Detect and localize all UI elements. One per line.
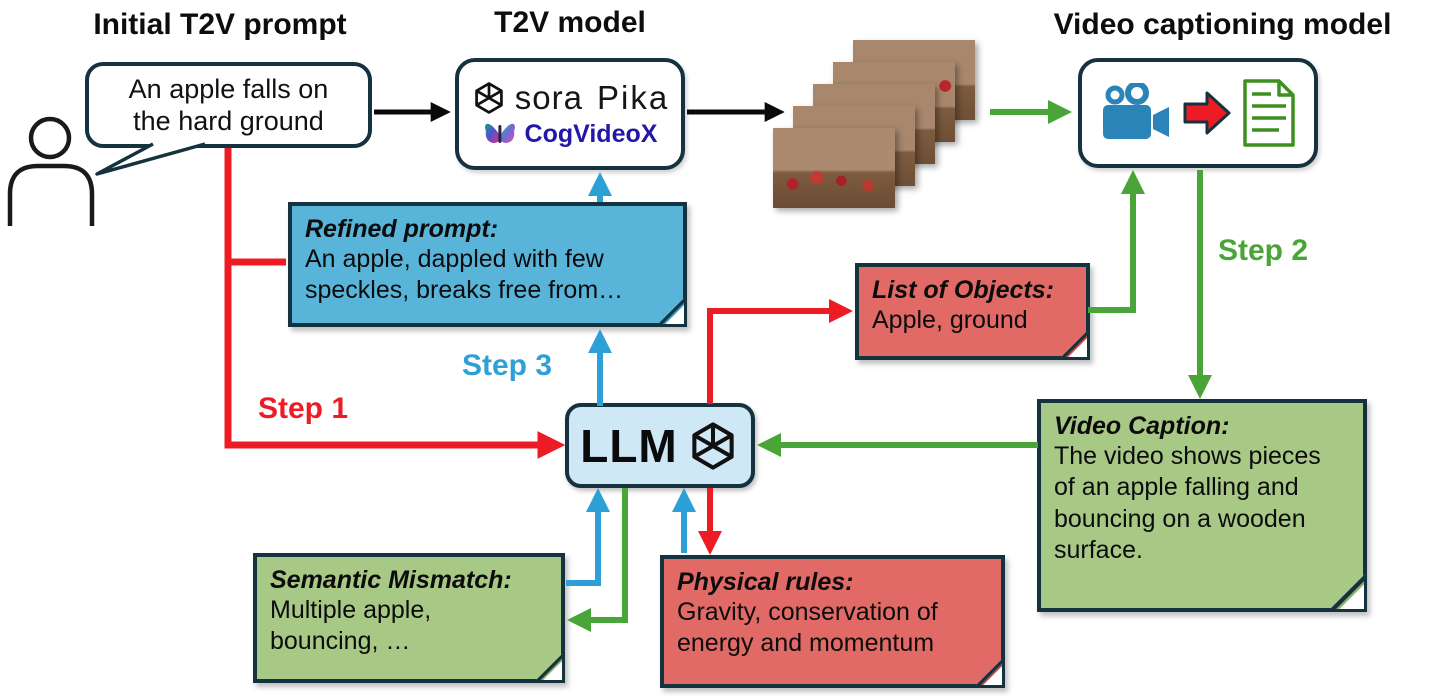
llm-box: LLM bbox=[565, 403, 755, 488]
note-video-caption: Video Caption: The video shows pieces of… bbox=[1037, 399, 1367, 612]
sora-logo-text: sora bbox=[514, 79, 583, 116]
openai-logo-icon bbox=[475, 82, 503, 114]
note-list-of-objects: List of Objects: Apple, ground bbox=[855, 263, 1090, 360]
pika-logo-text: Pika bbox=[597, 79, 670, 116]
note-physical-rules: Physical rules: Gravity, conservation of… bbox=[660, 555, 1005, 688]
arrow-llm-to-semantic-note bbox=[567, 488, 628, 632]
note-fold-corner bbox=[976, 659, 1002, 685]
heading-video-captioning-model: Video captioning model bbox=[1053, 8, 1392, 41]
arrow-llm-to-objects-note bbox=[707, 299, 853, 404]
note-refined-body: An apple, dappled with few speckles, bre… bbox=[305, 245, 624, 305]
arrow-semantic-note-to-llm bbox=[566, 488, 610, 586]
speech-bubble-tail bbox=[95, 142, 206, 176]
video-frame-front bbox=[773, 128, 895, 208]
note-fold-corner bbox=[1061, 331, 1087, 357]
note-refined-prompt: Refined prompt: An apple, dappled with f… bbox=[288, 202, 687, 327]
step1-label: Step 1 bbox=[258, 392, 349, 425]
note-physical-title: Physical rules: bbox=[677, 568, 854, 596]
step3-label: Step 3 bbox=[462, 349, 553, 382]
note-fold-corner bbox=[1330, 575, 1364, 609]
heading-t2v-model: T2V model bbox=[494, 6, 646, 39]
llm-label: LLM bbox=[580, 419, 678, 472]
arrow-objects-to-captioning bbox=[1088, 170, 1145, 313]
initial-prompt-text: An apple falls on the hard ground bbox=[128, 73, 329, 136]
heading-initial-t2v-prompt: Initial T2V prompt bbox=[93, 8, 347, 41]
speech-bubble: An apple falls on the hard ground bbox=[85, 62, 372, 148]
red-block-arrow-icon bbox=[1183, 91, 1231, 135]
note-fold-corner bbox=[536, 654, 562, 680]
note-fold-corner bbox=[658, 298, 684, 324]
person-outline-icon bbox=[7, 116, 95, 226]
cogvideox-butterfly-icon bbox=[484, 123, 515, 143]
video-frames-stack bbox=[768, 38, 990, 216]
video-camera-icon bbox=[1103, 83, 1169, 139]
note-physical-body: Gravity, conservation of energy and mome… bbox=[677, 598, 938, 658]
step2-label: Step 2 bbox=[1218, 234, 1309, 267]
note-caption-title: Video Caption: bbox=[1054, 412, 1230, 440]
t2v-model-box: sora Pika CogVideoX bbox=[455, 58, 685, 170]
openai-logo-icon bbox=[692, 421, 734, 470]
note-semantic-mismatch: Semantic Mismatch: Multiple apple, bounc… bbox=[253, 553, 565, 683]
cogvideox-logo-text: CogVideoX bbox=[524, 119, 658, 148]
caption-document-icon bbox=[1243, 79, 1295, 147]
note-caption-body: The video shows pieces of an apple falli… bbox=[1054, 442, 1321, 564]
note-refined-title: Refined prompt: bbox=[305, 215, 499, 243]
note-semantic-body: Multiple apple, bouncing, … bbox=[270, 596, 432, 656]
note-objects-body: Apple, ground bbox=[872, 306, 1028, 334]
note-semantic-title: Semantic Mismatch: bbox=[270, 566, 512, 594]
video-captioning-model-box bbox=[1078, 58, 1318, 168]
note-objects-title: List of Objects: bbox=[872, 276, 1054, 304]
